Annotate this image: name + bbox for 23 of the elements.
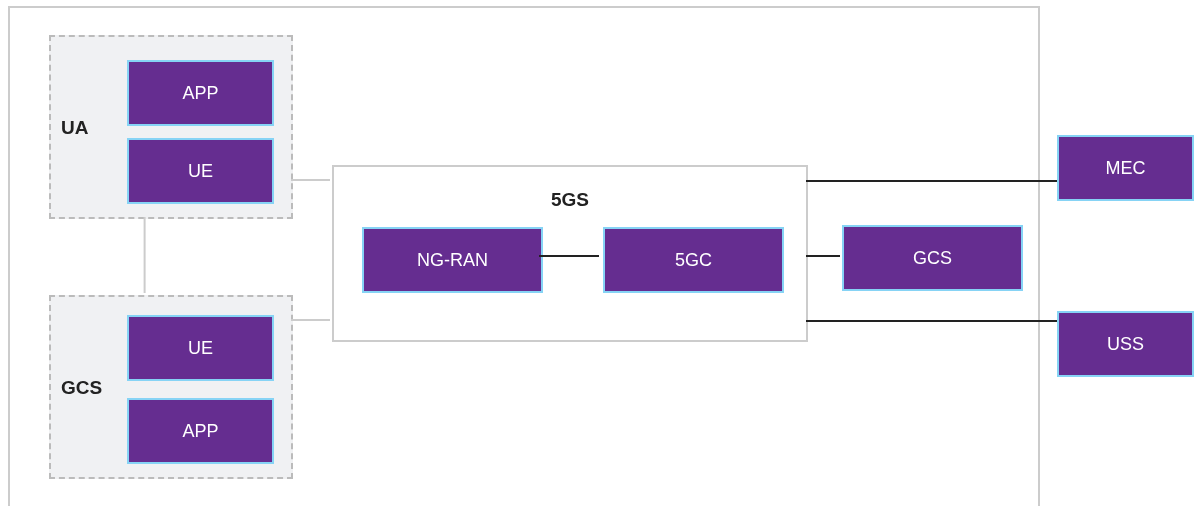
boundary-box <box>8 6 1040 506</box>
process-box: MEC <box>1057 135 1194 201</box>
group-label: 5GS <box>550 189 590 211</box>
process-box: UE <box>127 315 274 381</box>
process-box: 5GC <box>603 227 784 293</box>
process-box: APP <box>127 398 274 464</box>
connector-line <box>143 216 146 294</box>
process-box: APP <box>127 60 274 126</box>
connector-line <box>538 255 600 257</box>
system-box <box>332 165 808 342</box>
connector-line <box>290 319 331 321</box>
group-box <box>49 295 293 479</box>
connector-line <box>805 180 1058 182</box>
process-box: UE <box>127 138 274 204</box>
process-box: NG-RAN <box>362 227 543 293</box>
process-box: USS <box>1057 311 1194 377</box>
connector-line <box>290 179 331 181</box>
connector-line <box>805 255 841 257</box>
group-label: GCS <box>61 377 103 399</box>
process-box: GCS <box>842 225 1023 291</box>
group-box <box>49 35 293 219</box>
group-label: UA <box>61 117 89 139</box>
connector-line <box>805 320 1058 322</box>
